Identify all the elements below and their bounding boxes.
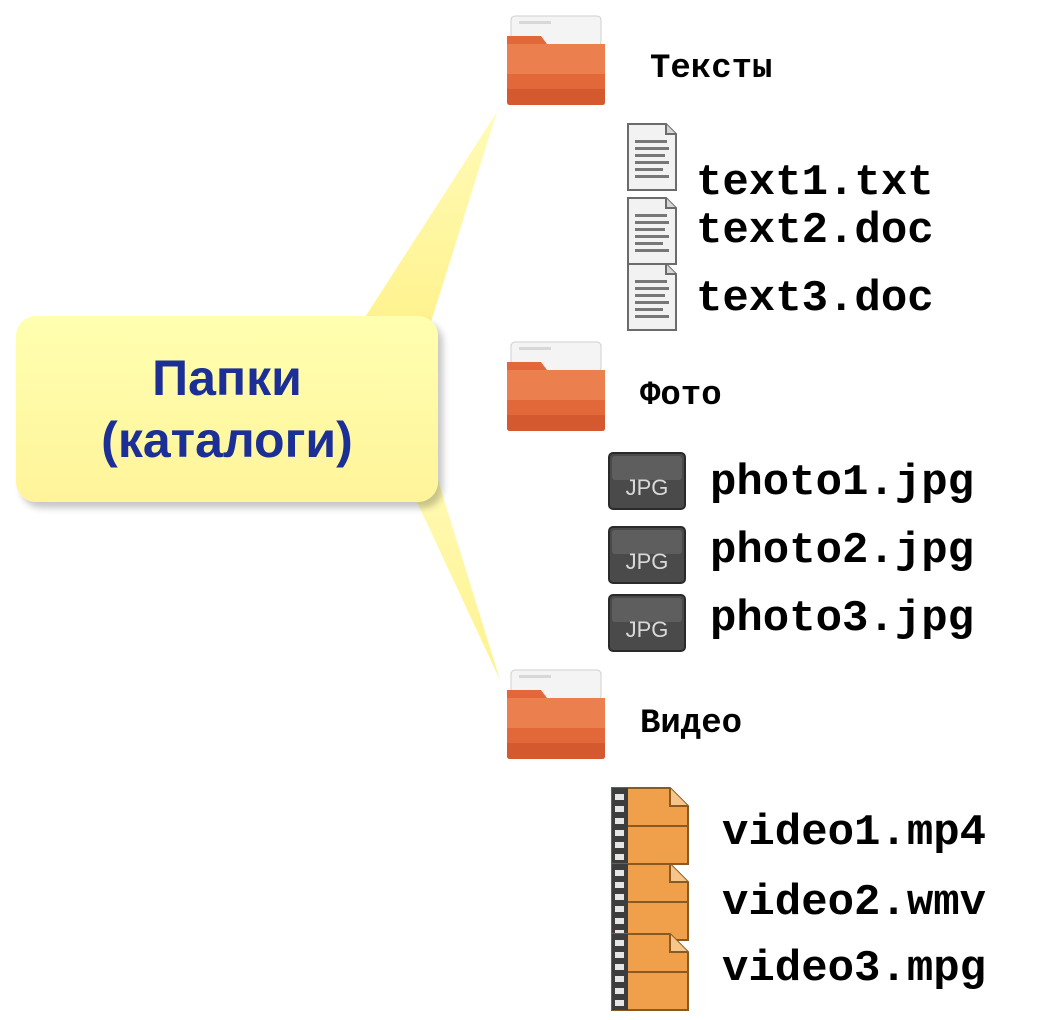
file-name: photo2.jpg xyxy=(710,526,975,576)
video-file-icon xyxy=(611,787,689,865)
file-name: video2.wmv xyxy=(722,878,987,928)
folder-icon xyxy=(507,15,605,105)
folder-name: Тексты xyxy=(650,50,773,88)
file-name: text1.txt xyxy=(696,158,934,208)
svg-text:JPG: JPG xyxy=(626,549,669,574)
callout-box: Папки (каталоги) xyxy=(16,316,438,502)
file-name: photo3.jpg xyxy=(710,594,975,644)
jpg-icon: JPG xyxy=(608,526,686,584)
document-icon xyxy=(627,197,677,265)
callout-subtitle: (каталоги) xyxy=(101,412,353,468)
svg-text:JPG: JPG xyxy=(626,475,669,500)
file-name: video1.mp4 xyxy=(722,808,987,858)
file-name: text3.doc xyxy=(696,274,934,324)
folder-icon xyxy=(507,341,605,431)
video-file-icon xyxy=(611,863,689,941)
jpg-icon: JPG xyxy=(608,452,686,510)
video-file-icon xyxy=(611,933,689,1011)
jpg-icon: JPG xyxy=(608,594,686,652)
svg-text:JPG: JPG xyxy=(626,617,669,642)
file-name: text2.doc xyxy=(696,206,934,256)
file-name: photo1.jpg xyxy=(710,458,975,508)
file-name: video3.mpg xyxy=(722,944,987,994)
document-icon xyxy=(627,123,677,191)
document-icon xyxy=(627,263,677,331)
folder-name: Фото xyxy=(640,377,722,415)
folder-icon xyxy=(507,669,605,759)
callout-title: Папки xyxy=(152,350,302,406)
folder-name: Видео xyxy=(640,705,743,743)
callout-pointer-bottom xyxy=(395,455,500,680)
callout-pointer-top xyxy=(360,112,497,325)
